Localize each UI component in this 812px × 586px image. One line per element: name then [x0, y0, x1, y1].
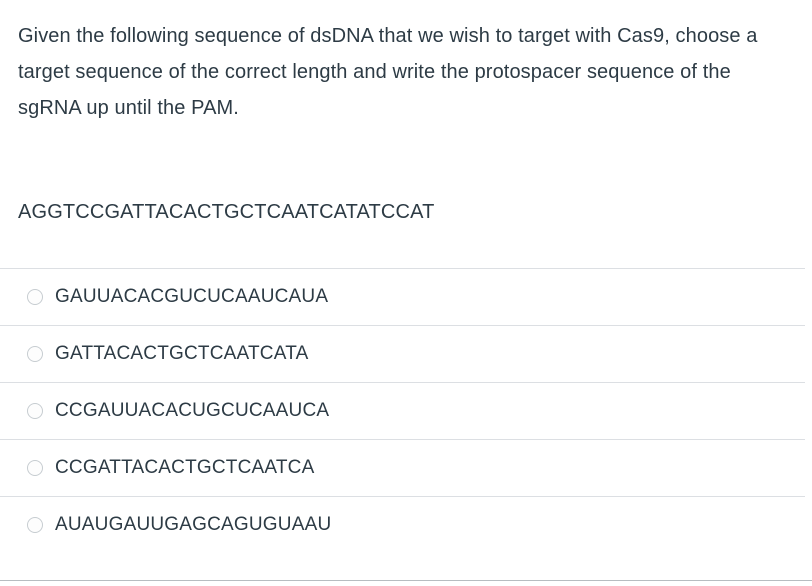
answer-option-2[interactable]: GATTACACTGCTCAATCATA	[0, 325, 805, 382]
radio-unselected-icon[interactable]	[27, 460, 43, 476]
answer-option-label: GATTACACTGCTCAATCATA	[55, 343, 309, 364]
radio-unselected-icon[interactable]	[27, 517, 43, 533]
answer-option-label: AUAUGAUUGAGCAGUGUAAU	[55, 514, 332, 535]
radio-unselected-icon[interactable]	[27, 289, 43, 305]
answer-option-label: CCGAUUACACUGCUCAAUCA	[55, 400, 330, 421]
question-prompt: Given the following sequence of dsDNA th…	[18, 25, 758, 119]
answer-option-label: CCGATTACACTGCTCAATCA	[55, 457, 315, 478]
dna-sequence: AGGTCCGATTACACTGCTCAATCATATCCAT	[18, 201, 435, 223]
radio-unselected-icon[interactable]	[27, 403, 43, 419]
answer-option-1[interactable]: GAUUACACGUCUCAAUCAUA	[0, 268, 805, 325]
answer-options-list: GAUUACACGUCUCAAUCAUA GATTACACTGCTCAATCAT…	[0, 268, 812, 553]
answer-option-5[interactable]: AUAUGAUUGAGCAGUGUAAU	[0, 496, 805, 553]
answer-option-label: GAUUACACGUCUCAAUCAUA	[55, 286, 329, 307]
answer-option-4[interactable]: CCGATTACACTGCTCAATCA	[0, 439, 805, 496]
answer-option-3[interactable]: CCGAUUACACUGCUCAAUCA	[0, 382, 805, 439]
radio-unselected-icon[interactable]	[27, 346, 43, 362]
bottom-divider	[0, 580, 812, 581]
